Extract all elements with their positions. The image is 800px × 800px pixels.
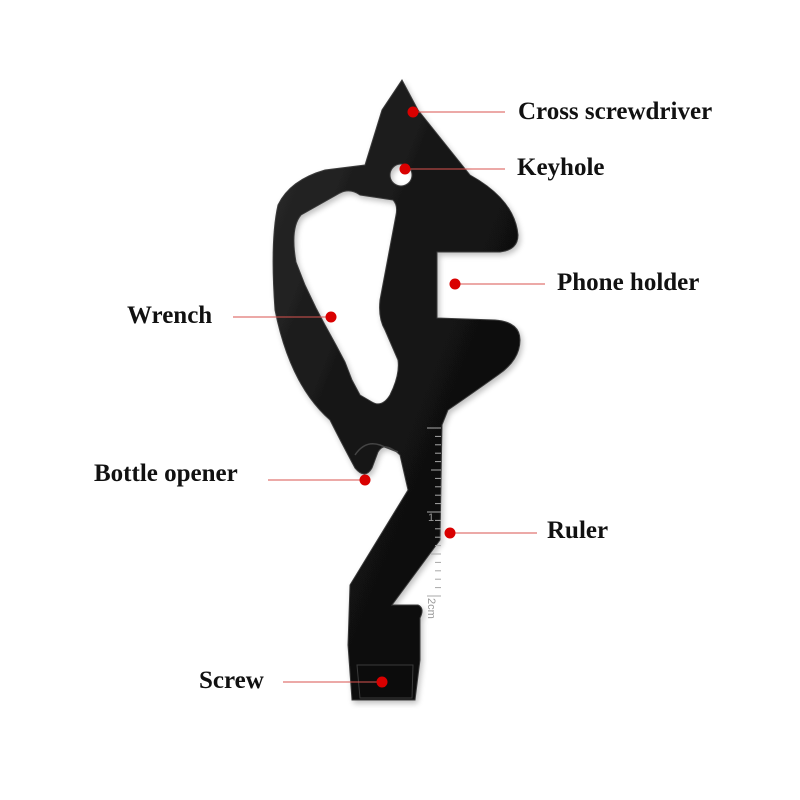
marker-keyhole	[399, 163, 411, 175]
marker-phone-holder	[449, 278, 461, 290]
bottle-opener-notch	[354, 443, 399, 456]
ruler-mark-2cm: 2cm	[425, 598, 437, 619]
label-cross-screwdriver: Cross screwdriver	[518, 98, 713, 125]
marker-wrench	[325, 311, 337, 323]
label-wrench: Wrench	[127, 302, 213, 329]
ruler-ticks	[427, 427, 441, 597]
ruler-mark-1: 1	[428, 512, 434, 524]
label-ruler: Ruler	[547, 517, 609, 544]
marker-ruler	[444, 527, 456, 539]
marker-bottle-opener	[359, 474, 371, 486]
tool-body	[272, 79, 521, 701]
label-keyhole: Keyhole	[517, 154, 605, 181]
marker-cross-screwdriver	[407, 106, 419, 118]
label-screw: Screw	[199, 667, 264, 694]
marker-screw	[376, 676, 388, 688]
label-bottle-opener: Bottle opener	[94, 460, 238, 487]
label-phone-holder: Phone holder	[557, 269, 700, 296]
